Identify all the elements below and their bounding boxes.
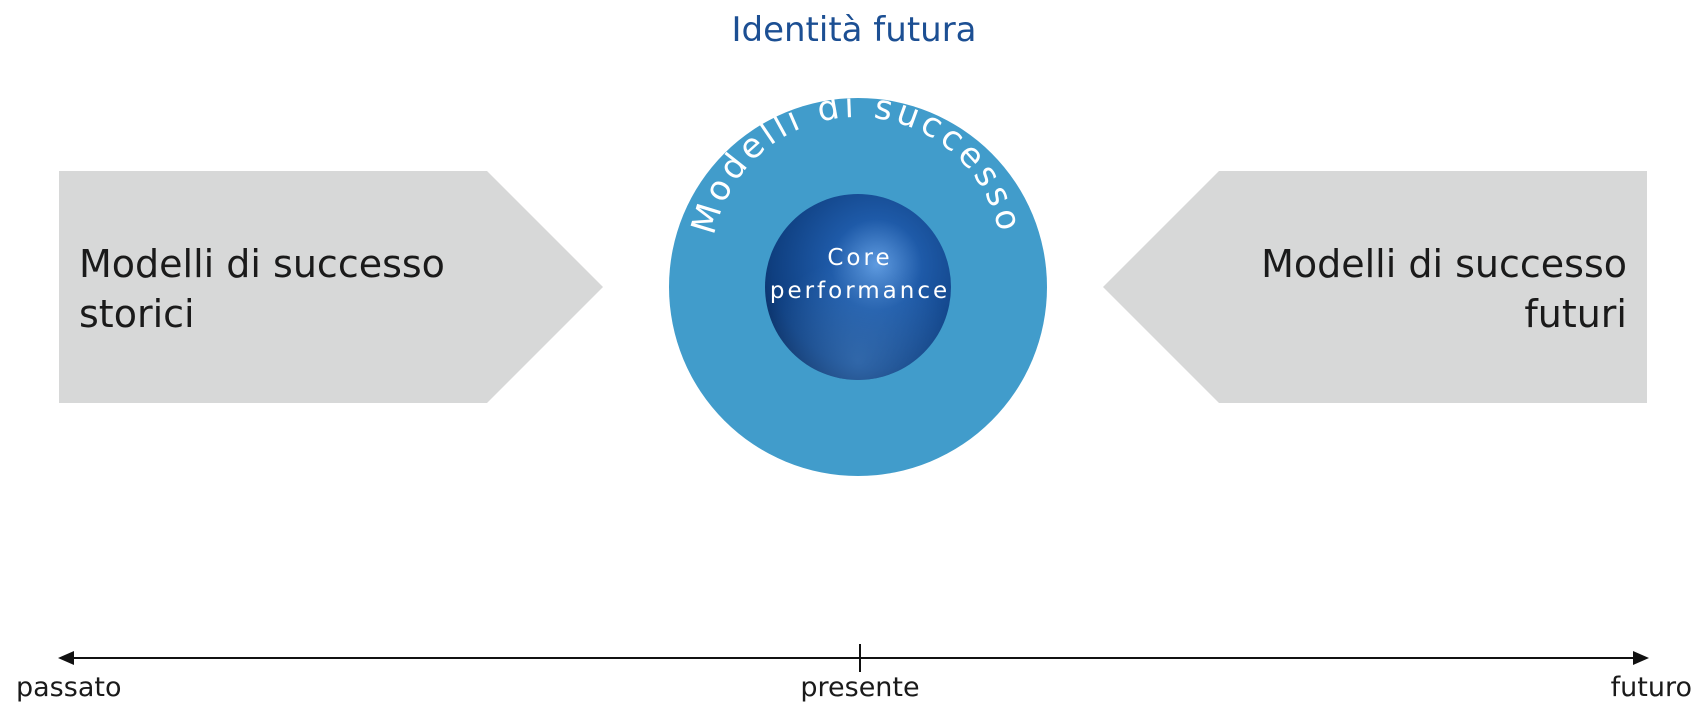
timeline-right-arrowhead bbox=[1633, 651, 1649, 665]
core-sphere-shade bbox=[765, 194, 951, 380]
left-arrow-shape bbox=[59, 171, 603, 403]
timeline-left-arrowhead bbox=[58, 651, 74, 665]
timeline-label-future: futuro bbox=[1611, 672, 1692, 703]
timeline-label-past: passato bbox=[16, 672, 121, 703]
diagram-title: Identità futura bbox=[731, 10, 976, 50]
core-label-line1: Core bbox=[827, 245, 892, 271]
left-arrow-box: Modelli di successo storici bbox=[59, 171, 603, 403]
timeline-label-present: presente bbox=[800, 672, 919, 703]
right-arrow-shape bbox=[1103, 171, 1647, 403]
left-box-label-line2: storici bbox=[79, 292, 195, 336]
left-box-label-line1: Modelli di successo bbox=[79, 242, 445, 286]
right-box-label-line2: futuri bbox=[1524, 292, 1627, 336]
right-arrow-box: Modelli di successo futuri bbox=[1103, 171, 1647, 403]
success-models-circle: Modelli di successo Core performance bbox=[669, 86, 1047, 476]
timeline: passato presente futuro bbox=[16, 644, 1692, 703]
core-label-line2: performance bbox=[770, 278, 950, 304]
right-box-label-line1: Modelli di successo bbox=[1261, 242, 1627, 286]
